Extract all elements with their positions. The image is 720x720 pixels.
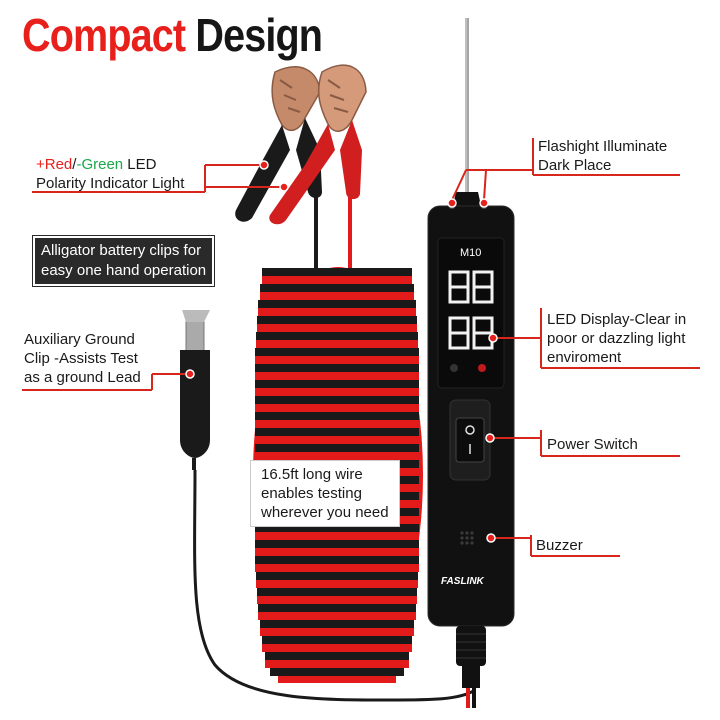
alligator-clip-black bbox=[235, 66, 322, 222]
power-leader bbox=[490, 430, 680, 457]
aux-leader bbox=[22, 373, 188, 391]
aux-line2: Clip -Assists Test bbox=[24, 350, 138, 367]
aux-ground-callout: Auxiliary Ground Clip -Assists Test as a… bbox=[24, 330, 141, 387]
led-line1: LED Display-Clear in bbox=[547, 311, 687, 328]
led-leader bbox=[493, 308, 700, 369]
buzzer-callout: Buzzer bbox=[536, 537, 583, 554]
led-line3: enviroment bbox=[547, 349, 622, 366]
polarity-led-label: LED bbox=[123, 156, 157, 173]
buzzer-leader bbox=[492, 535, 620, 557]
aux-line1: Auxiliary Ground bbox=[24, 331, 135, 348]
polarity-green-label: -Green bbox=[76, 156, 124, 173]
aux-line3: as a ground Lead bbox=[24, 369, 141, 386]
led-line2: poor or dazzling light bbox=[547, 330, 686, 347]
wire-length-note: 16.5ft long wire enables testing whereve… bbox=[250, 460, 400, 527]
wire-line3: wherever you need bbox=[261, 504, 389, 521]
probe-body bbox=[427, 18, 515, 708]
polarity-red-label: +Red bbox=[36, 156, 73, 173]
alligator-note: Alligator battery clips for easy one han… bbox=[31, 235, 216, 287]
flash-leader bbox=[451, 138, 680, 201]
wire-line1: 16.5ft long wire bbox=[261, 466, 363, 483]
title-word-compact: Compact bbox=[22, 9, 186, 61]
alligator-clip-red bbox=[269, 64, 367, 225]
flashlight-callout: Flashight Illuminate Dark Place bbox=[538, 137, 667, 175]
auxiliary-ground-clip bbox=[180, 310, 210, 470]
title-word-design: Design bbox=[195, 9, 323, 61]
flash-line1: Flashight Illuminate bbox=[538, 138, 668, 155]
page-title: Compact Design bbox=[22, 8, 323, 62]
callout-dots bbox=[185, 160, 498, 543]
polarity-line2: Polarity Indicator Light bbox=[36, 175, 185, 192]
polarity-leader bbox=[32, 164, 282, 193]
alligator-line1: Alligator battery clips for bbox=[41, 242, 202, 259]
led-display-callout: LED Display-Clear in poor or dazzling li… bbox=[547, 310, 686, 367]
model-label: M10 bbox=[460, 247, 482, 259]
alligator-line2: easy one hand operation bbox=[41, 262, 207, 279]
polarity-line1: +Red/-Green LED bbox=[36, 155, 184, 174]
polarity-separator: / bbox=[72, 156, 77, 173]
flash-line2: Dark Place bbox=[538, 157, 612, 174]
polarity-callout: +Red/-Green LED Polarity Indicator Light bbox=[36, 155, 184, 193]
power-switch-callout: Power Switch bbox=[547, 436, 638, 453]
brand-logo: FASLINK bbox=[441, 576, 484, 587]
wire-line2: enables testing bbox=[261, 485, 362, 502]
lcd-digits bbox=[448, 270, 494, 350]
